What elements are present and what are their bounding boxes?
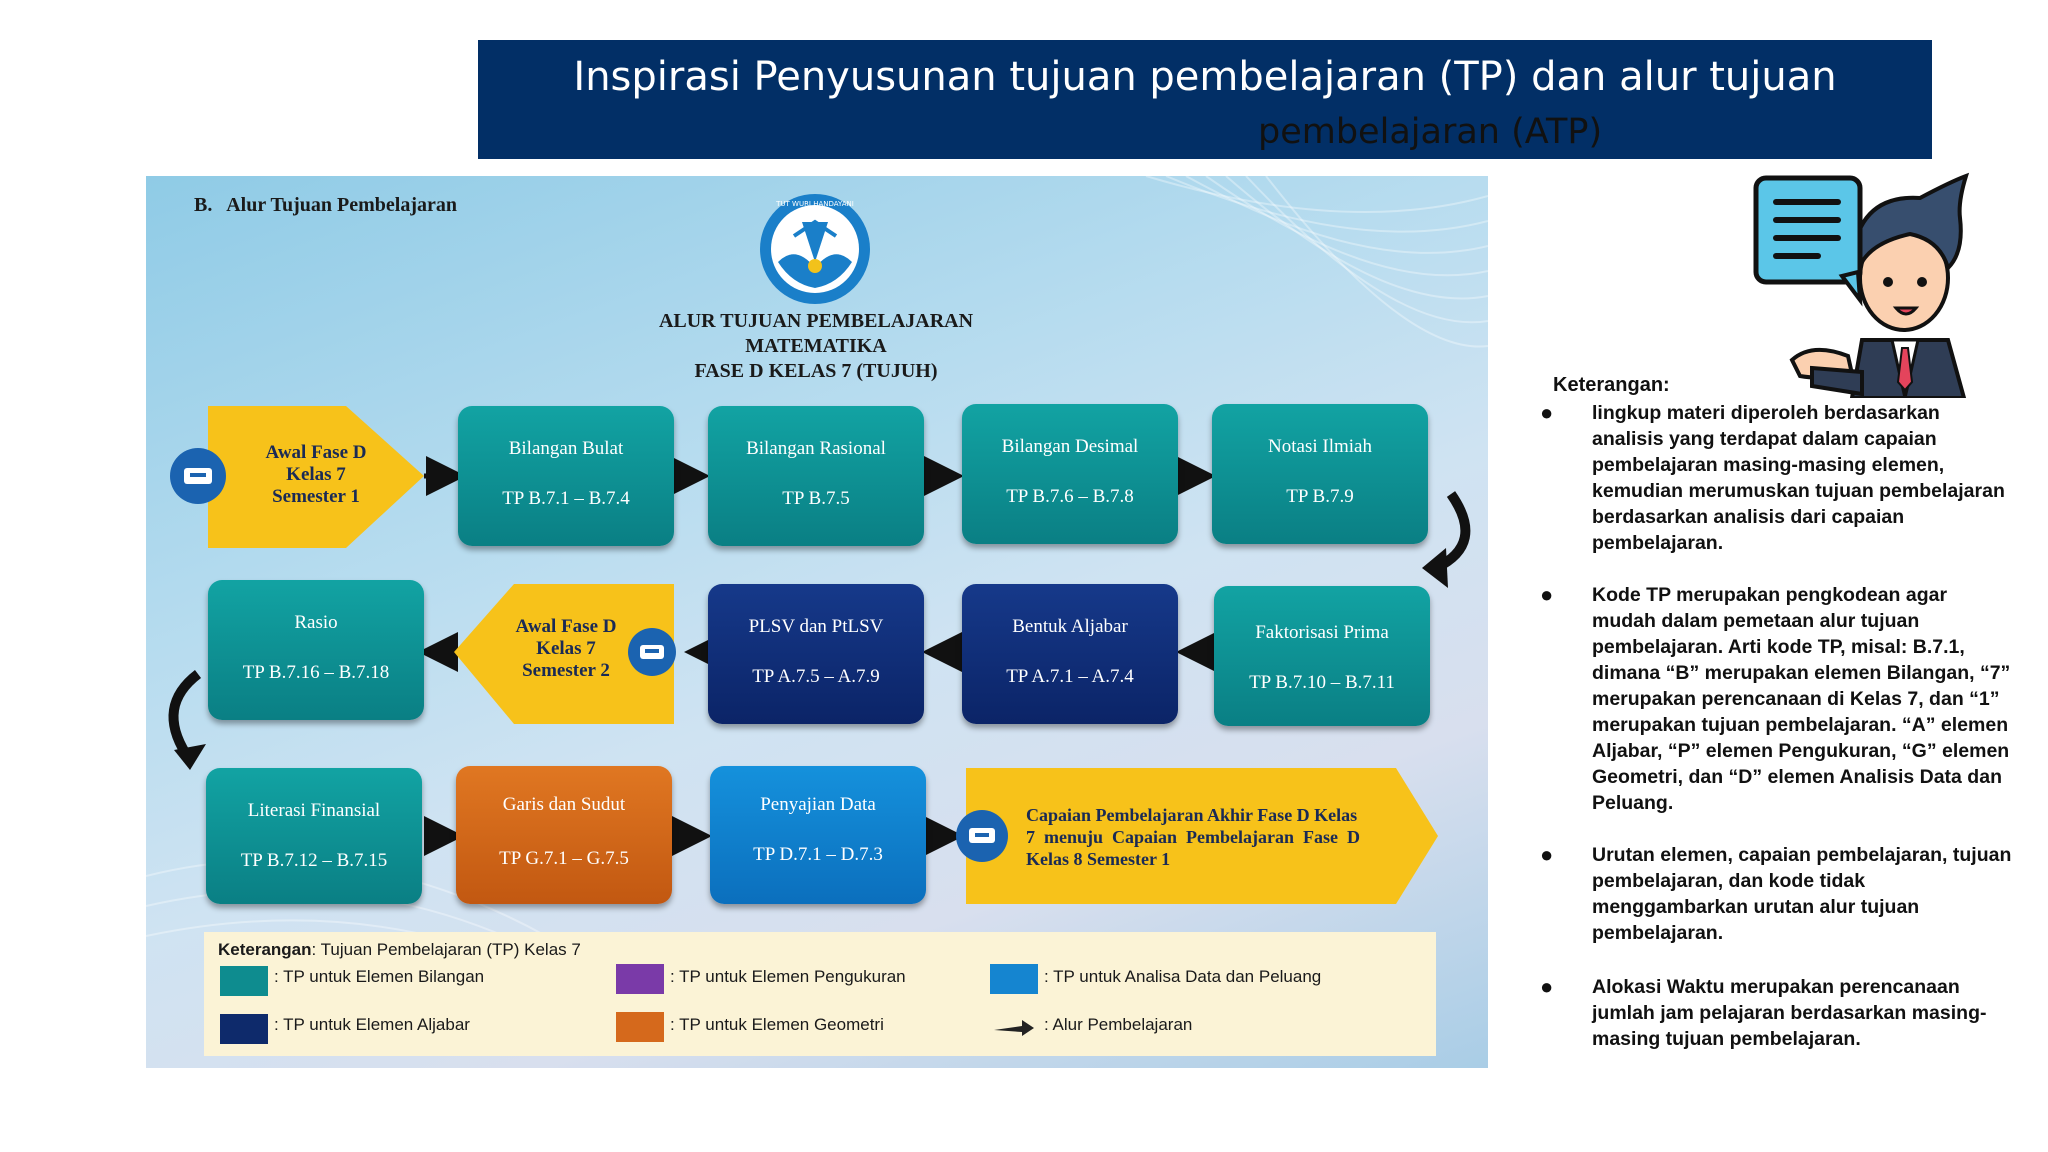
end-line-3: Kelas 8 Semester 1	[1026, 849, 1171, 869]
box-bentuk-aljabar: Bentuk Aljabar TP A.7.1 – A.7.4	[962, 584, 1178, 724]
legend-label-aljabar: : TP untuk Elemen Aljabar	[274, 1015, 470, 1034]
legend-label-analisa-data: : TP untuk Analisa Data dan Peluang	[1044, 967, 1322, 986]
diagram-title-line-3: FASE D KELAS 7 (TUJUH)	[694, 360, 938, 382]
atp-diagram: B. Alur Tujuan Pembelajaran TUT WURI HAN…	[146, 176, 1488, 1068]
bullet-dot: ●	[1540, 582, 1554, 607]
legend-swatch-aljabar	[220, 1014, 268, 1044]
presenter-illustration-icon	[1753, 172, 1970, 398]
start2-line-1: Awal Fase D	[515, 616, 617, 637]
title-banner: Inspirasi Penyusunan tujuan pembelajaran…	[478, 40, 1932, 159]
legend-swatch-analisa-data	[990, 964, 1038, 994]
box-code: TP B.7.1 – B.7.4	[502, 488, 630, 509]
legend-swatch-pengukuran	[616, 964, 664, 994]
box-label: Garis dan Sudut	[502, 794, 626, 815]
logo-text: TUT WURI HANDAYANI	[775, 200, 854, 208]
box-bilangan-desimal: Bilangan Desimal TP B.7.6 – B.7.8	[962, 404, 1178, 544]
keterangan-heading: Keterangan:	[1553, 374, 1670, 396]
flow-arrows	[168, 406, 1471, 904]
box-rasio: Rasio TP B.7.16 – B.7.18	[208, 580, 424, 720]
box-code: TP B.7.6 – B.7.8	[1006, 486, 1134, 507]
box-label: Bilangan Rasional	[746, 438, 886, 459]
box-bilangan-bulat: Bilangan Bulat TP B.7.1 – B.7.4	[458, 406, 674, 546]
box-code: TP B.7.10 – B.7.11	[1249, 672, 1395, 693]
box-bilangan-rasional: Bilangan Rasional TP B.7.5	[708, 406, 924, 546]
legend: Keterangan: Tujuan Pembelajaran (TP) Kel…	[204, 932, 1436, 1056]
keterangan-bullet-4: Alokasi Waktu merupakan perencanaan juml…	[1592, 976, 1987, 1050]
legend-arrow-icon	[994, 1020, 1034, 1036]
bullet-dot: ●	[1540, 974, 1554, 999]
legend-label-bilangan: : TP untuk Elemen Bilangan	[274, 967, 485, 986]
box-literasi-finansial: Literasi Finansial TP B.7.12 – B.7.15	[206, 768, 422, 904]
box-code: TP B.7.5	[782, 488, 850, 509]
keterangan-bullet-3: Urutan elemen, capaian pembelajaran, tuj…	[1592, 844, 2012, 944]
box-label: Literasi Finansial	[247, 800, 381, 821]
box-notasi-ilmiah: Notasi Ilmiah TP B.7.9	[1212, 404, 1428, 544]
legend-title-bold: Keterangan	[218, 940, 312, 959]
legend-label-geometri: : TP untuk Elemen Geometri	[670, 1015, 884, 1034]
start1-line-1: Awal Fase D	[265, 442, 367, 463]
start2-text: Awal Fase D Kelas 7 Semester 2	[486, 616, 646, 682]
box-code: TP B.7.12 – B.7.15	[240, 850, 388, 871]
box-label: Notasi Ilmiah	[1268, 436, 1372, 457]
badge-icon-2	[628, 628, 676, 676]
legend-swatch-geometri	[616, 1012, 664, 1042]
box-code: TP G.7.1 – G.7.5	[499, 848, 629, 869]
box-garis-sudut: Garis dan Sudut TP G.7.1 – G.7.5	[456, 766, 672, 904]
end-line-1: Capaian Pembelajaran Akhir Fase D Kelas	[1026, 805, 1358, 825]
section-title: B. Alur Tujuan Pembelajaran	[194, 194, 458, 216]
box-code: TP D.7.1 – D.7.3	[753, 844, 883, 865]
box-code: TP B.7.9	[1286, 486, 1354, 507]
box-label: Bilangan Bulat	[508, 438, 624, 459]
box-plsv-ptlsv: PLSV dan PtLSV TP A.7.5 – A.7.9	[708, 584, 924, 724]
box-label: Faktorisasi Prima	[1255, 622, 1389, 643]
start2-line-2: Kelas 7	[536, 638, 596, 659]
box-label: Rasio	[294, 612, 338, 633]
start2-line-3: Semester 2	[522, 660, 610, 681]
legend-title: Keterangan: Tujuan Pembelajaran (TP) Kel…	[218, 940, 581, 960]
legend-label-pengukuran: : TP untuk Elemen Pengukuran	[670, 967, 906, 986]
legend-label-alur: : Alur Pembelajaran	[1044, 1015, 1193, 1034]
title-line-1: Inspirasi Penyusunan tujuan pembelajaran…	[573, 54, 1837, 100]
keterangan-bullet-1: lingkup materi diperoleh berdasarkan ana…	[1592, 402, 2005, 554]
start-fase-d-semester-1	[208, 406, 424, 548]
box-label: Bentuk Aljabar	[1012, 616, 1128, 637]
start1-line-3: Semester 1	[272, 486, 360, 507]
bullet-dot: ●	[1540, 400, 1554, 425]
curved-arrow-left	[168, 670, 202, 757]
box-code: TP B.7.16 – B.7.18	[242, 662, 390, 683]
end-text: Capaian Pembelajaran Akhir Fase D Kelas …	[1026, 804, 1386, 870]
badge-icon-3	[956, 810, 1008, 862]
end-capaian-shape	[966, 768, 1438, 904]
box-code: TP A.7.5 – A.7.9	[752, 666, 880, 687]
diagram-title-line-1: ALUR TUJUAN PEMBELAJARAN	[658, 310, 974, 332]
box-penyajian-data: Penyajian Data TP D.7.1 – D.7.3	[710, 766, 926, 904]
legend-swatch-bilangan	[220, 966, 268, 996]
start1-line-2: Kelas 7	[286, 464, 346, 485]
keterangan-bullet-2: Kode TP merupakan pengkodean agar mudah …	[1592, 584, 2011, 814]
bullet-dot: ●	[1540, 842, 1554, 867]
box-faktorisasi-prima: Faktorisasi Prima TP B.7.10 – B.7.11	[1214, 586, 1430, 726]
tut-wuri-handayani-logo: TUT WURI HANDAYANI	[760, 194, 870, 304]
start-fase-d-semester-2	[454, 584, 674, 724]
box-label: PLSV dan PtLSV	[748, 616, 884, 637]
legend-title-rest: : Tujuan Pembelajaran (TP) Kelas 7	[311, 940, 581, 959]
badge-icon-1	[170, 448, 226, 504]
box-label: Penyajian Data	[760, 794, 876, 815]
end-line-2: 7 menuju Capaian Pembelajaran Fase D	[1026, 827, 1360, 847]
start1-text: Awal Fase D Kelas 7 Semester 1	[236, 442, 396, 508]
box-code: TP A.7.1 – A.7.4	[1006, 666, 1134, 687]
diagram-title-line-2: MATEMATIKA	[745, 335, 887, 357]
box-label: Bilangan Desimal	[1001, 436, 1139, 457]
